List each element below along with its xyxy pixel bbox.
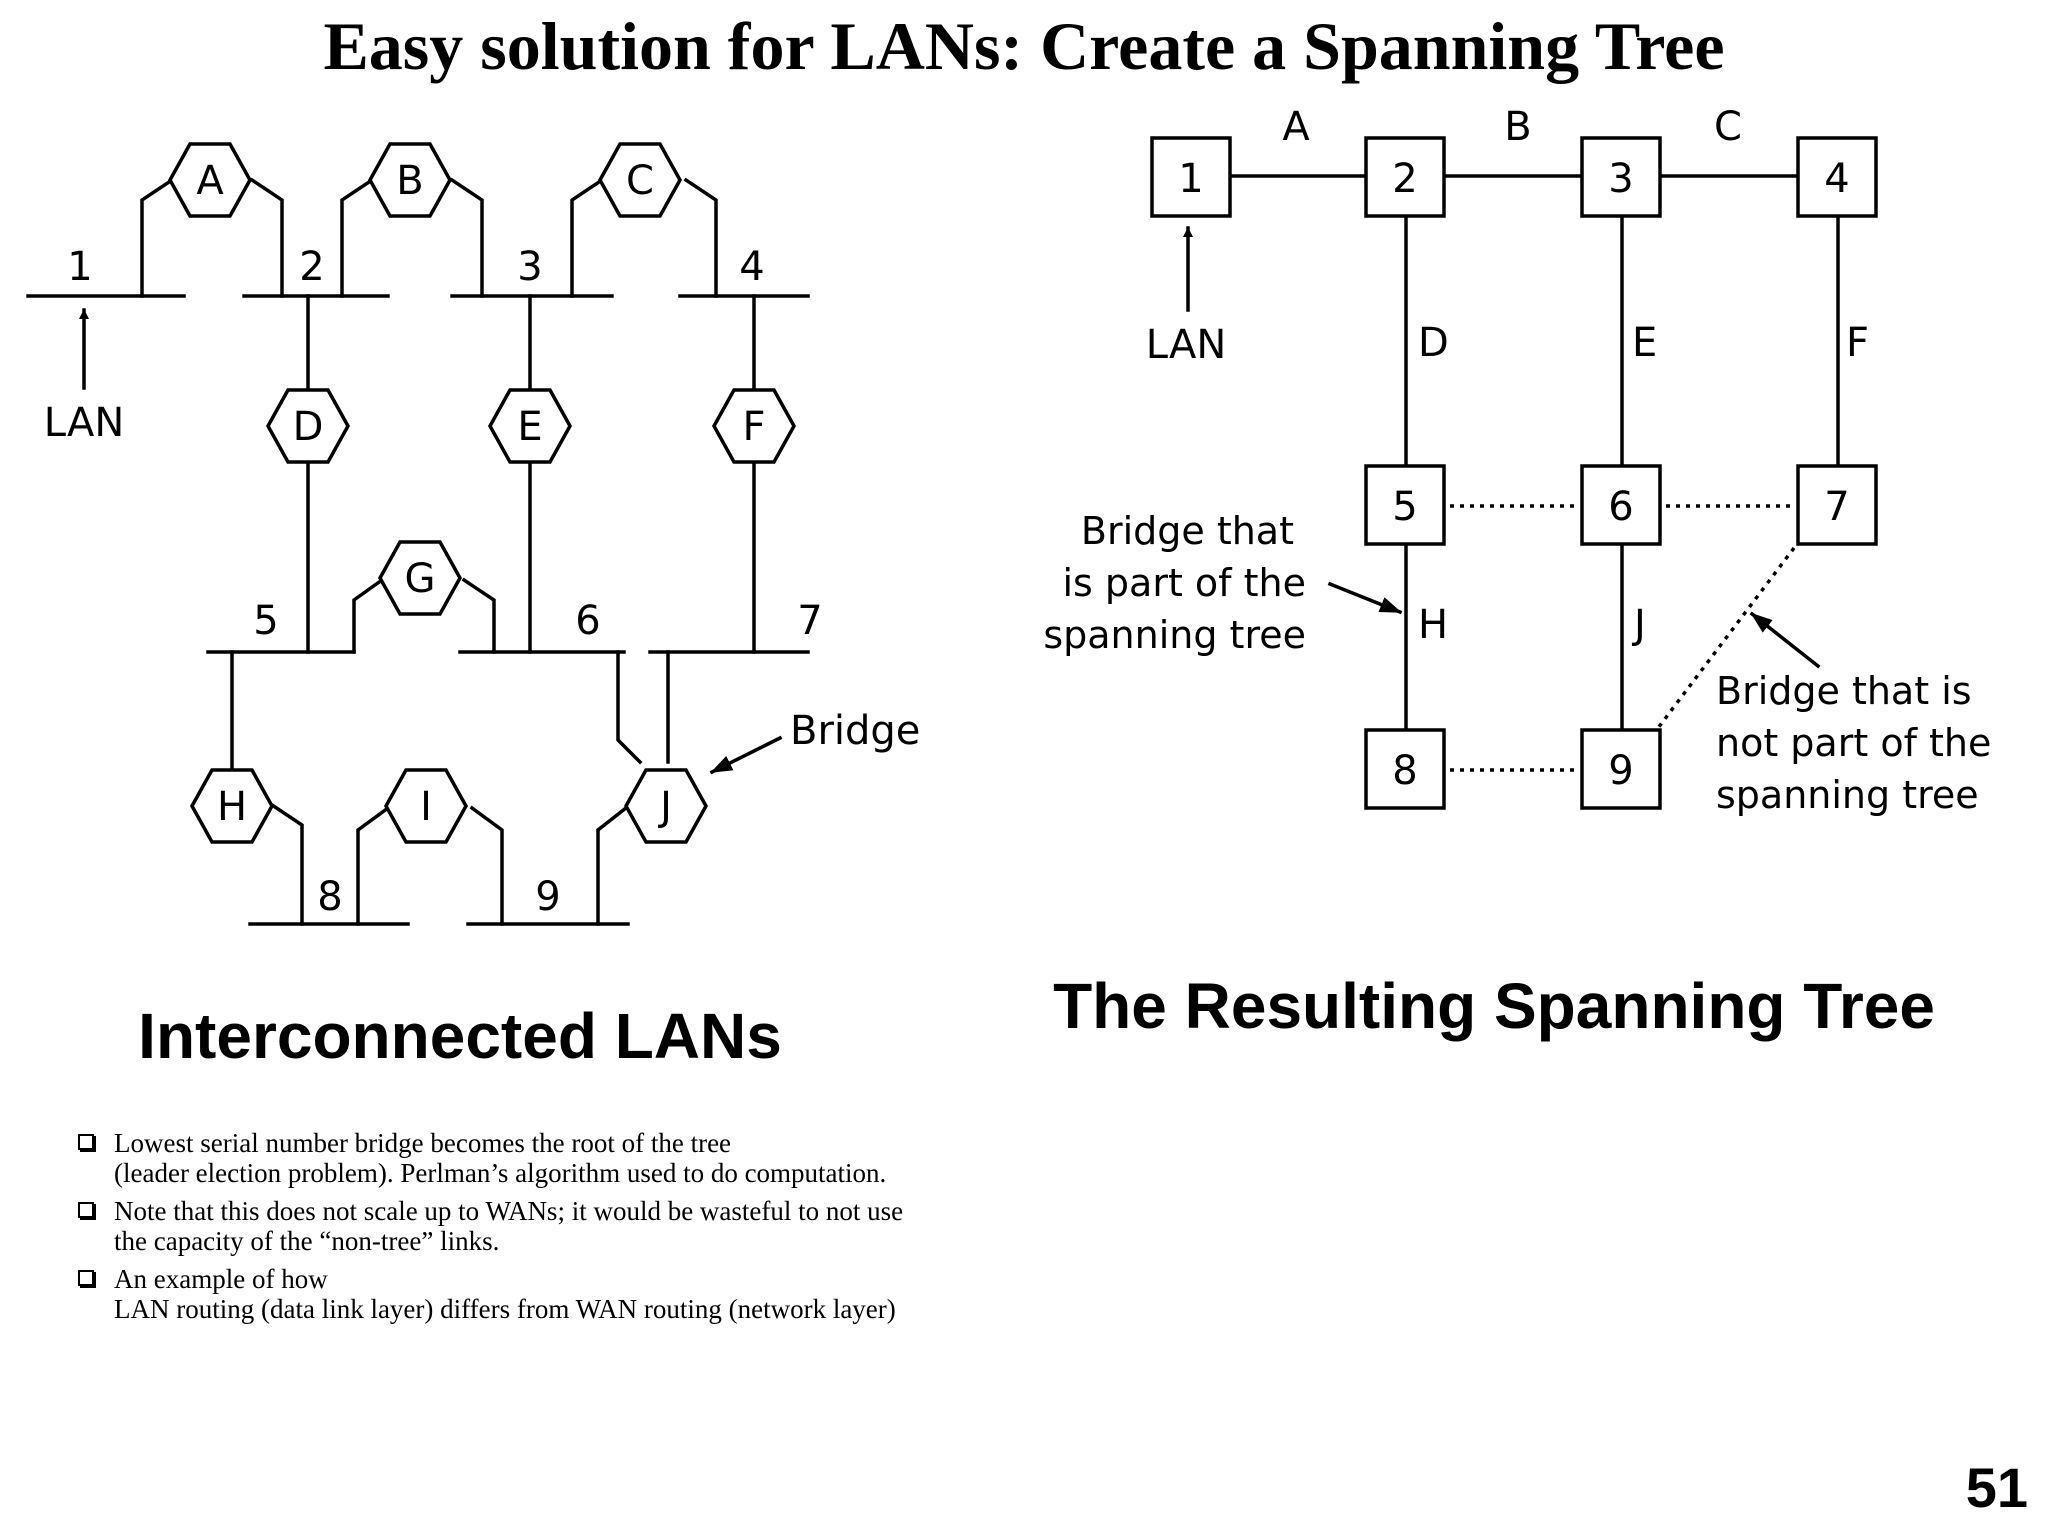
left-diagram-caption: Interconnected LANs [138,1000,782,1072]
not-in-tree-callout-arrow [1749,611,1821,669]
lan-9-box [1580,728,1662,810]
lan-4-box [1796,136,1878,218]
checkbox-bullet-icon [78,1202,94,1218]
bridge-f-hexagon [711,388,797,464]
non-tree-link-7-9 [1656,546,1796,730]
bridge-d-hexagon [265,388,351,464]
tree-lan-1-label: 1 [1178,156,1203,202]
tree-lan-7-label: 7 [1824,484,1849,530]
not-in-tree-callout-line-1: Bridge that is [1716,669,1972,713]
lan-3-label: 3 [517,244,542,290]
right-diagram-caption: The Resulting Spanning Tree [1053,970,1935,1042]
lan-5-box [1364,464,1446,546]
tree-bridge-d-label: D [1418,320,1449,366]
lan-2-box [1364,136,1446,218]
not-in-tree-callout-line-2: not part of the [1716,721,1991,765]
lan-4-label: 4 [739,244,764,290]
bullet-item: An example of how LAN routing (data link… [76,1264,1076,1324]
tree-bridge-a-label: A [1282,104,1310,150]
tree-lan-2-label: 2 [1392,156,1417,202]
bridge-f-label: F [742,404,765,450]
lan-5-label: 5 [253,598,278,644]
lan-callout-label: LAN [44,400,125,446]
tree-lan-8-label: 8 [1392,748,1417,794]
bridge-g-label: G [405,556,436,602]
bridge-d-label: D [293,404,324,450]
lan-2-label: 2 [299,244,324,290]
in-tree-callout-line-2: is part of the [1062,561,1306,605]
bridge-e-hexagon [487,388,573,464]
bridge-i-hexagon [383,768,469,844]
lan-6-box [1580,464,1662,546]
bullet-list: Lowest serial number bridge becomes the … [76,1128,1076,1332]
lan-8-label: 8 [317,874,342,920]
tree-lan-4-label: 4 [1824,156,1849,202]
tree-lan-callout-label: LAN [1146,322,1227,368]
not-in-tree-callout-line-3: spanning tree [1716,773,1979,817]
tree-bridge-c-label: C [1714,104,1742,150]
bridge-i-label: I [420,784,432,830]
tree-lan-3-label: 3 [1608,156,1633,202]
bridge-c-label: C [626,158,654,204]
bridge-b-label: B [396,158,423,204]
lan-7-label: 7 [797,598,822,644]
checkbox-bullet-icon [78,1134,94,1150]
interconnected-lans-diagram: A B C D E F G H I J 1 2 3 4 5 6 7 8 9 LA… [26,142,920,1072]
in-tree-callout-line-3: spanning tree [1043,613,1306,657]
bridge-c-hexagon [597,142,683,218]
lan-1-label: 1 [67,244,92,290]
bridge-a-hexagon [167,142,253,218]
in-tree-callout-line-1: Bridge that [1081,509,1294,553]
bridge-j-label: J [657,784,672,830]
bridge-b-hexagon [367,142,453,218]
in-tree-callout-arrow [1327,581,1403,615]
tree-bridge-h-label: H [1418,602,1448,648]
bridge-h-label: H [217,784,247,830]
lan-6-label: 6 [575,598,600,644]
lan-7-box [1796,464,1878,546]
lan-8-box [1364,728,1446,810]
lan-9-label: 9 [535,874,560,920]
lan-3-box [1580,136,1662,218]
slide-title: Easy solution for LANs: Create a Spannin… [323,8,1725,84]
bridge-j-hexagon [623,768,709,844]
lan-1-box [1150,136,1232,218]
spanning-tree-diagram: 1 2 3 4 5 6 7 8 9 A B C D E F H J LAN Br… [1043,104,1991,1042]
tree-bridge-b-label: B [1504,104,1531,150]
bullet-item: Note that this does not scale up to WANs… [76,1196,1076,1256]
bridge-callout-arrow [709,735,783,775]
page-number: 51 [1965,1456,2028,1519]
tree-bridge-j-label: J [1631,602,1646,648]
tree-lan-6-label: 6 [1608,484,1633,530]
bridge-e-label: E [517,404,542,450]
tree-bridge-f-label: F [1846,320,1869,366]
bridge-g-hexagon [377,540,463,616]
tree-lan-5-label: 5 [1392,484,1417,530]
bridge-h-hexagon [189,768,275,844]
bridge-callout-label: Bridge [790,708,920,754]
tree-lan-9-label: 9 [1608,748,1633,794]
tree-bridge-e-label: E [1632,320,1657,366]
checkbox-bullet-icon [78,1270,94,1286]
bullet-item: Lowest serial number bridge becomes the … [76,1128,1076,1188]
bridge-a-label: A [196,158,224,204]
